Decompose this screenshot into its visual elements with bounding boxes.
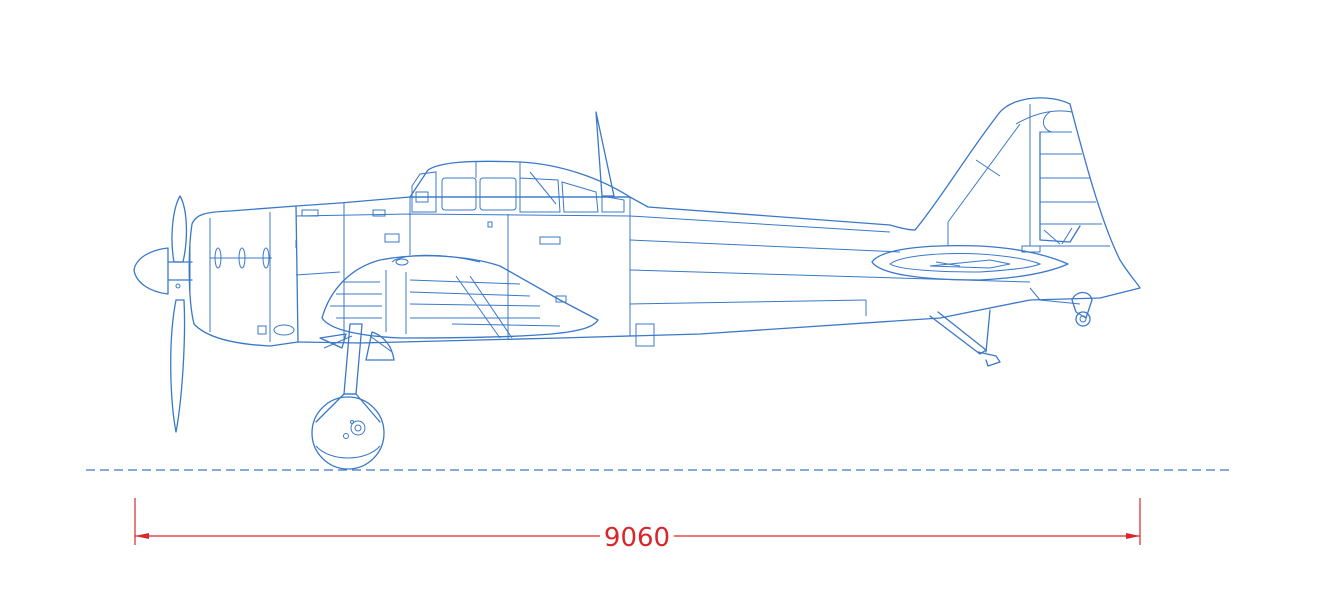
antenna-mast xyxy=(595,111,615,197)
canopy xyxy=(409,160,631,213)
wing xyxy=(321,254,599,339)
tail-wheel xyxy=(1071,291,1093,327)
spinner xyxy=(133,247,169,295)
dimension-label: 9060 xyxy=(604,523,670,553)
length-dimension: 9060 xyxy=(134,498,1141,553)
main-wheel xyxy=(311,396,385,470)
main-landing-gear xyxy=(311,323,395,470)
propeller xyxy=(133,195,193,433)
horizontal-stabilizer xyxy=(871,245,1069,281)
engine-cowling xyxy=(188,205,299,347)
arrester-hook xyxy=(929,309,1001,367)
vertical-tail xyxy=(914,97,1141,305)
